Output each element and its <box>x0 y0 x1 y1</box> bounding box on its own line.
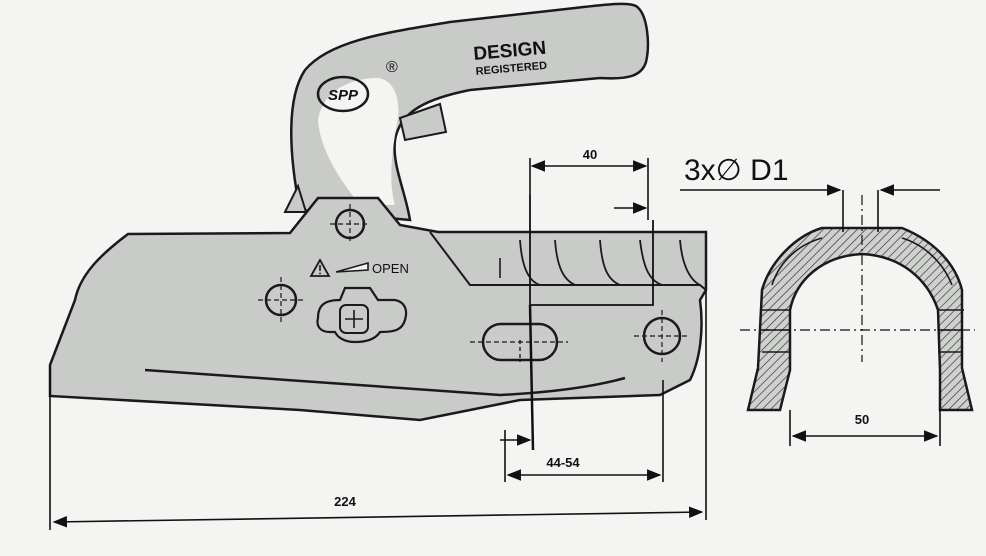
bolt-hole-top <box>330 204 370 244</box>
dim-50-label: 50 <box>855 412 869 427</box>
logo-text: SPP <box>328 87 359 104</box>
section-profile <box>746 226 974 412</box>
dim-44-54-label: 44-54 <box>546 455 580 470</box>
wear-indicator <box>316 286 408 344</box>
bolt-hole-right <box>634 310 690 362</box>
dim-224-label: 224 <box>334 494 356 509</box>
bolt-hole-left <box>258 277 304 323</box>
open-label: OPEN <box>372 261 409 276</box>
open-arrow-icon <box>335 261 369 273</box>
coupling-side-view: OPEN SPP ® DESIGN REGISTERED <box>48 2 708 422</box>
cross-section-view <box>680 184 975 446</box>
dimension-lines <box>49 158 707 530</box>
bolt-spec-label: 3x∅ D1 <box>684 154 789 187</box>
jaw-recess <box>429 231 707 291</box>
spp-logo: SPP <box>316 75 370 113</box>
registered-mark: ® <box>386 59 398 76</box>
handle-tab <box>398 102 448 142</box>
dim-40-label: 40 <box>583 147 597 162</box>
warning-icon <box>309 258 331 277</box>
